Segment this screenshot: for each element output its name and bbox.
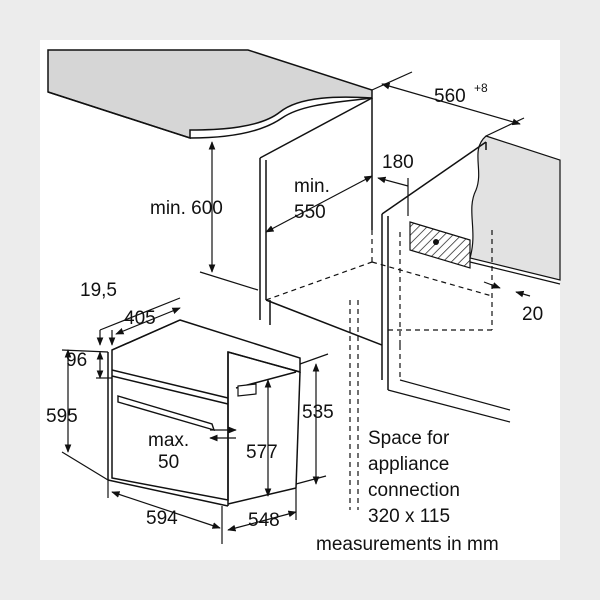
wall-unit xyxy=(469,135,561,281)
countertop-edge xyxy=(47,91,373,139)
note-units: measurements in mm xyxy=(316,534,499,555)
note-connection-line1: Space for xyxy=(368,428,450,449)
dim-vent-depth: 180 xyxy=(382,152,414,173)
wall-floor-line xyxy=(469,261,561,285)
dim-handle-gap-label: max. xyxy=(148,430,189,451)
oven-control-panel xyxy=(237,383,257,397)
dim-niche-height-label: min. xyxy=(294,176,330,197)
dim-niche-height-value: 550 xyxy=(294,202,326,223)
dim-panel-height: 96 xyxy=(66,350,87,371)
countertop xyxy=(47,49,373,140)
dim-inner-height: 577 xyxy=(246,442,278,463)
dim-niche-width: 560 xyxy=(434,86,466,107)
dim-total-depth: 548 xyxy=(248,510,280,531)
dim-front-panel-depth: 19,5 xyxy=(80,280,117,301)
dim-handle-gap-value: 50 xyxy=(158,452,179,473)
note-connection-line2: appliance xyxy=(368,454,449,475)
note-connection-line3: connection xyxy=(368,480,460,501)
dim-total-height: 595 xyxy=(46,406,78,427)
dim-total-width: 594 xyxy=(146,508,178,529)
oven xyxy=(111,319,301,501)
oven-outline xyxy=(107,319,301,507)
dim-counter-height: min. 600 xyxy=(150,198,223,219)
dim-side-depth: 405 xyxy=(124,308,156,329)
connection-point xyxy=(433,239,439,245)
connection-area xyxy=(409,221,471,269)
note-connection-size: 320 x 115 xyxy=(368,506,450,527)
dimension-lines xyxy=(61,71,531,544)
dim-niche-width-tolerance: +8 xyxy=(474,81,488,95)
dim-body-height: 535 xyxy=(302,402,334,423)
hidden-lines xyxy=(265,230,493,510)
floor-lines xyxy=(387,379,511,423)
dim-side-gap: 20 xyxy=(522,304,543,325)
